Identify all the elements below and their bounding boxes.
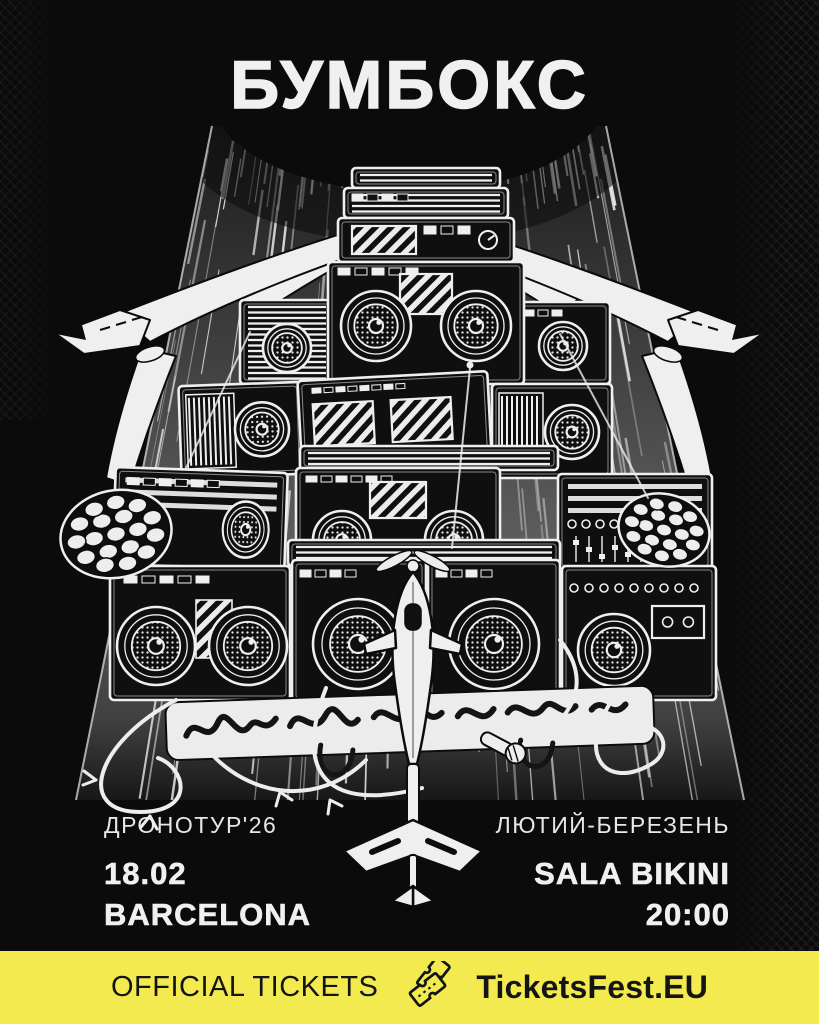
event-info-right: ЛЮТИЙ-БЕРЕЗЕНЬ SALA BIKINI 20:00	[496, 812, 730, 935]
event-city: BARCELONA	[104, 897, 312, 933]
tickets-footer: OFFICIAL TICKETS TicketsFest.EU	[0, 951, 819, 1024]
event-venue: SALA BIKINI	[534, 856, 730, 892]
tour-name: ДРОНОТУР'26	[104, 812, 278, 838]
tour-months: ЛЮТИЙ-БЕРЕЗЕНЬ	[495, 812, 730, 838]
event-date: 18.02	[104, 856, 187, 892]
fabric-texture-right	[724, 0, 819, 952]
ticket-seller-brand: TicketsFest.EU	[476, 969, 709, 1005]
event-time: 20:00	[645, 897, 730, 933]
official-tickets-label: OFFICIAL TICKETS	[110, 971, 379, 1003]
tickets-icon	[409, 960, 452, 1007]
artist-title: БУМБОКС	[229, 46, 589, 124]
event-info-left: ДРОНОТУР'26 18.02 BARCELONA	[104, 812, 311, 935]
